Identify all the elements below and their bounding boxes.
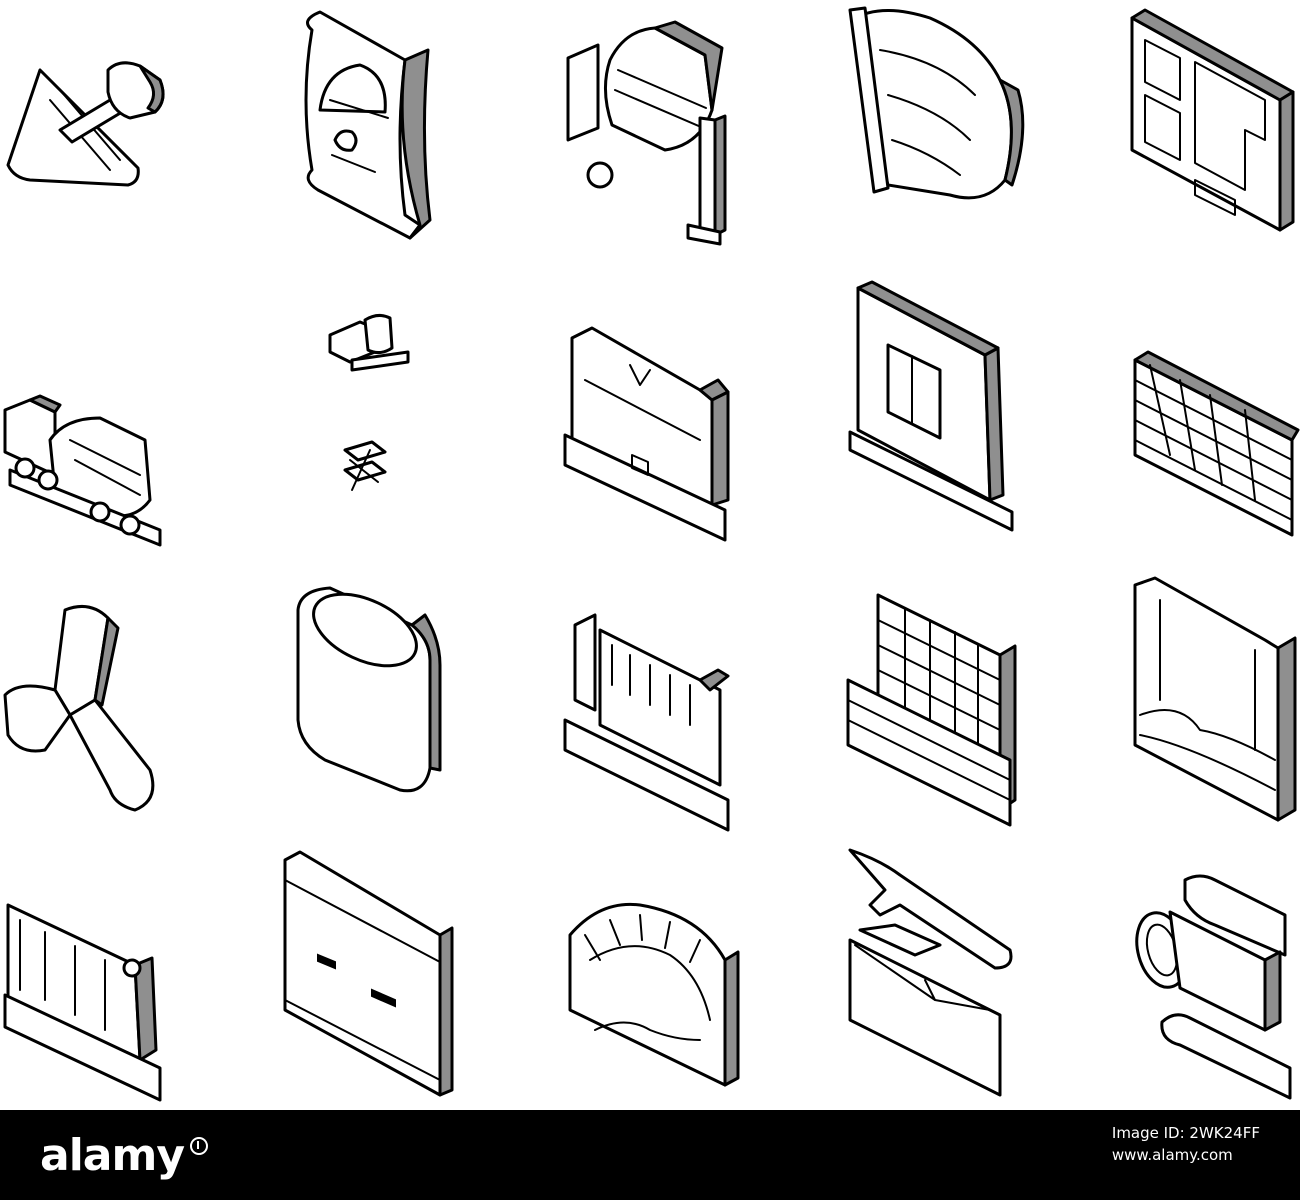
- alamy-logo[interactable]: alamy: [40, 1124, 208, 1186]
- trowel-icon: [6, 61, 165, 187]
- concrete-barrier-icon: [3, 903, 162, 1102]
- concrete-pipes-icon: [1135, 874, 1292, 1100]
- logo-mark-icon: [190, 1137, 208, 1155]
- airport-runway-icon: [848, 848, 1013, 1097]
- concrete-mixer-icon: [566, 20, 727, 246]
- arch-bridge-icon: [568, 902, 740, 1087]
- concrete-block-small-icon: [328, 313, 410, 491]
- wall-panel-with-window-icon: [848, 280, 1014, 532]
- building-construction-icon: [846, 593, 1017, 827]
- concrete-sheet-icon: [848, 6, 1025, 200]
- tetrapod-block-icon: [3, 604, 155, 812]
- concrete-mixer-truck-icon: [3, 394, 162, 547]
- logo-text: alamy: [40, 1129, 185, 1181]
- stock-footer-bar: alamy Image ID: 2WK24FF www.alamy.com: [0, 1110, 1300, 1200]
- concrete-formwork-panel-icon: [1130, 8, 1295, 232]
- stacked-wall-icon: [1133, 350, 1300, 537]
- road-slab-icon: [283, 850, 454, 1097]
- gable-wall-panel-icon: [563, 326, 730, 542]
- image-id-label: Image ID: 2WK24FF: [1111, 1124, 1260, 1142]
- retaining-wall-icon: [1133, 576, 1297, 822]
- concrete-ring-icon: [296, 586, 442, 793]
- isometric-icon-set: [3, 6, 1300, 1102]
- wall-construction-icon: [563, 613, 730, 832]
- cement-bag-icon: [304, 10, 432, 240]
- site-link[interactable]: www.alamy.com: [1111, 1146, 1233, 1164]
- image-meta: Image ID: 2WK24FF www.alamy.com: [1112, 1122, 1260, 1166]
